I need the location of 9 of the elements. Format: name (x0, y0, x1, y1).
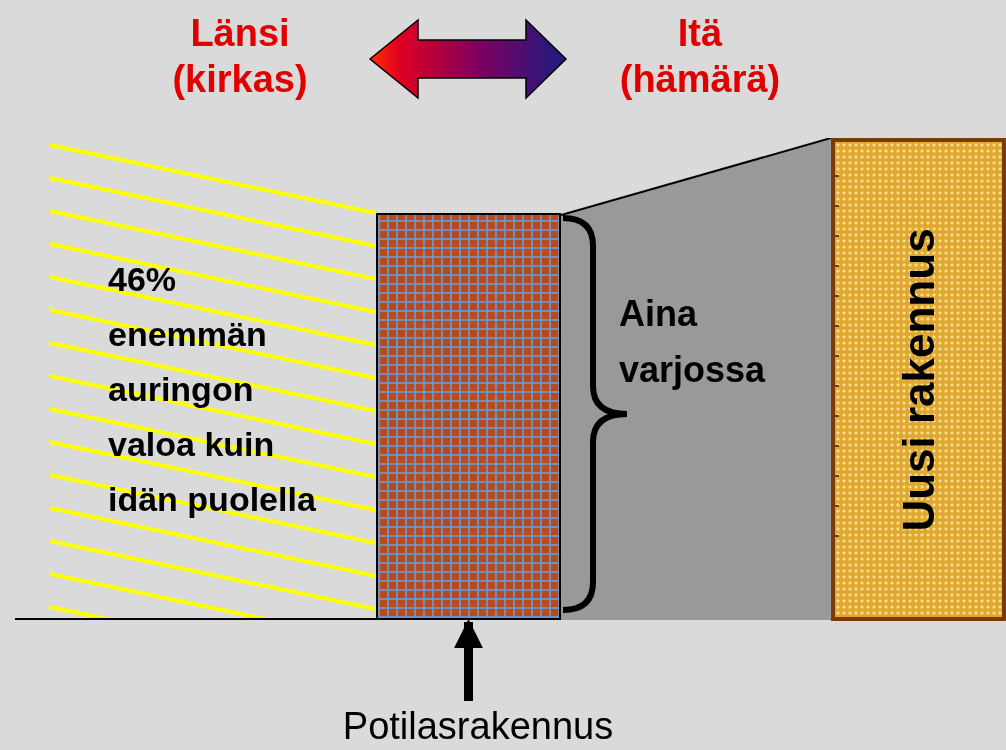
shadow-area (561, 138, 831, 620)
shade-label: Aina varjossa (619, 292, 767, 392)
direction-label: Itä (hämärä) (618, 11, 782, 102)
building-caption: Potilasrakennus (280, 703, 676, 749)
building-label: Uusi rakennus (893, 227, 944, 532)
building-block (831, 138, 1006, 621)
direction-label: Länsi (kirkas) (171, 11, 309, 102)
arrow (454, 619, 483, 701)
building-block (376, 213, 561, 620)
